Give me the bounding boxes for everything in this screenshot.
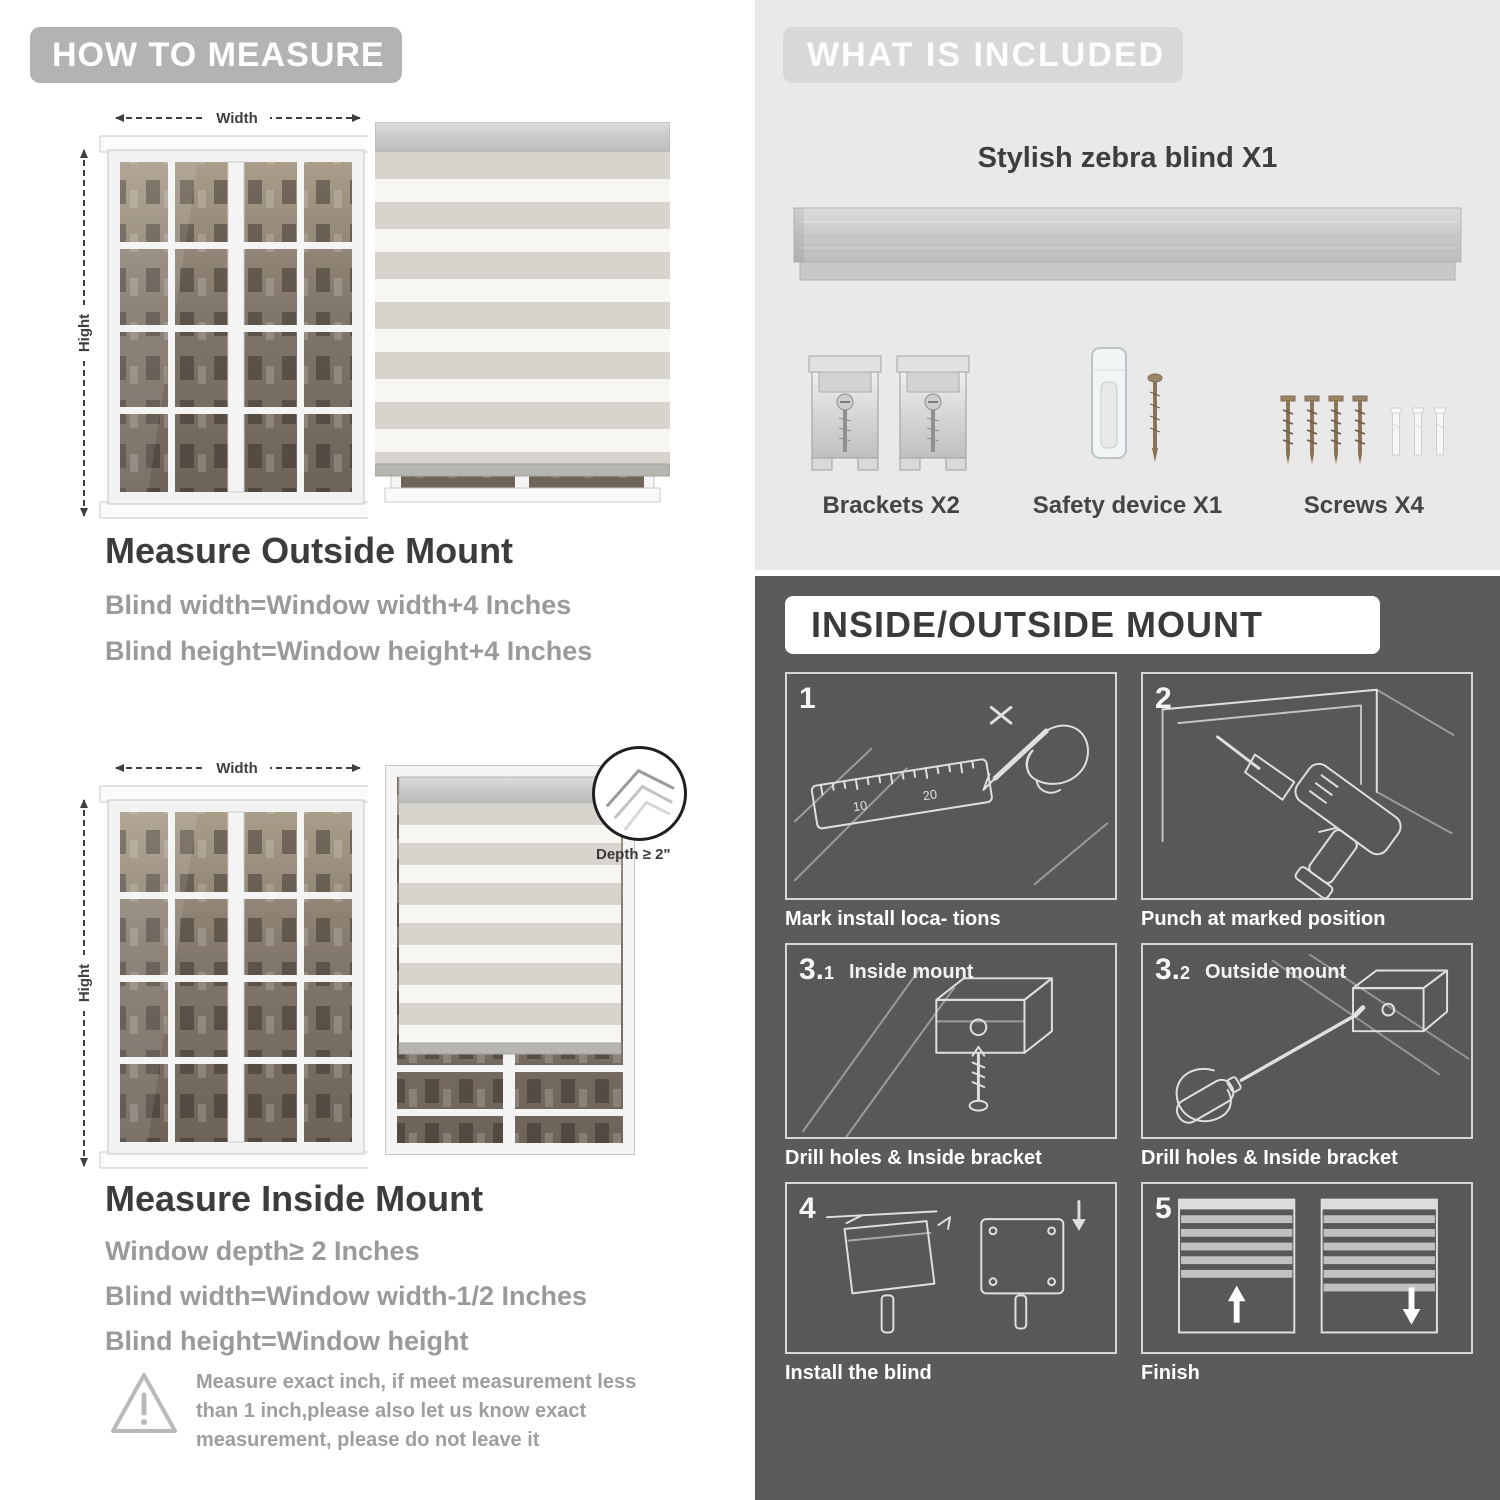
inside-mount-blind-illustration bbox=[385, 765, 635, 1155]
included-parts-row: Brackets X2 Safety device X1 bbox=[773, 330, 1482, 520]
mount-steps-grid: 1 10 20 bbox=[785, 672, 1475, 1397]
width-dimension-label: Width bbox=[216, 760, 258, 777]
step-4: 4 bbox=[785, 1182, 1117, 1385]
step-2-illustration bbox=[1161, 688, 1455, 898]
outside-mount-blind-illustration bbox=[375, 122, 670, 503]
window-drawing bbox=[99, 135, 368, 519]
part-screws: Screws X4 bbox=[1246, 330, 1482, 520]
step-3-2-caption: Drill holes & Inside bracket bbox=[1141, 1147, 1398, 1169]
outside-mount-window-illustration: Width Hight bbox=[73, 106, 368, 519]
how-to-measure-header: HOW TO MEASURE bbox=[30, 27, 402, 83]
zebra-blind-drawing bbox=[398, 776, 622, 1055]
step-2-panel: 2 bbox=[1141, 672, 1473, 900]
measurement-warning: Measure exact inch, if meet measurement … bbox=[108, 1368, 668, 1455]
step-1-number: 1 bbox=[799, 682, 816, 715]
step-3-1-label: Inside mount bbox=[849, 961, 974, 983]
what-is-included-section: WHAT IS INCLUDED Stylish zebra blind X1 bbox=[755, 0, 1500, 570]
step-3-2-illustration bbox=[1175, 953, 1470, 1124]
warning-text: Measure exact inch, if meet measurement … bbox=[196, 1371, 637, 1451]
step-2: 2 bbox=[1141, 672, 1473, 931]
window-corner-zoom-icon bbox=[605, 768, 675, 832]
brackets-icon bbox=[808, 355, 970, 471]
step-3-1-panel: 3.1 Inside mount bbox=[785, 943, 1117, 1139]
warning-triangle-icon bbox=[111, 1373, 177, 1433]
step-4-illustration bbox=[825, 1200, 1086, 1334]
screws-label: Screws X4 bbox=[1303, 492, 1424, 519]
step-3-2-panel: 3.2 Outside mount bbox=[1141, 943, 1473, 1139]
step-3-1-illustration bbox=[802, 969, 1053, 1137]
inside-outside-mount-section: INSIDE/OUTSIDE MOUNT 1 10 20 bbox=[755, 576, 1500, 1500]
step-4-number: 4 bbox=[799, 1192, 816, 1225]
step-1-illustration: 10 20 bbox=[793, 705, 1109, 886]
inside-mount-depth-line: Window depth≥ 2 Inches bbox=[105, 1236, 420, 1266]
depth-callout-circle bbox=[592, 746, 687, 841]
what-is-included-header: WHAT IS INCLUDED bbox=[783, 27, 1183, 83]
part-safety-device: Safety device X1 bbox=[1009, 330, 1245, 520]
step-5-caption: Finish bbox=[1141, 1362, 1200, 1384]
step-3-1-number: 3.1 bbox=[799, 953, 835, 986]
step-2-caption: Punch at marked position bbox=[1141, 908, 1386, 930]
zebra-blind-label: Stylish zebra blind X1 bbox=[977, 142, 1278, 174]
step-3-2: 3.2 Outside mount bbox=[1141, 943, 1473, 1170]
zebra-blind-drawing bbox=[375, 122, 670, 477]
outside-mount-title: Measure Outside Mount bbox=[105, 530, 514, 571]
part-brackets: Brackets X2 bbox=[773, 330, 1009, 520]
step-1-caption: Mark install loca- tions bbox=[785, 908, 1001, 930]
step-4-caption: Install the blind bbox=[785, 1362, 932, 1384]
step-5-number: 5 bbox=[1155, 1192, 1172, 1225]
window-drawing bbox=[99, 785, 368, 1169]
zebra-blind-rail-figure bbox=[790, 198, 1465, 293]
step-5-illustration bbox=[1178, 1198, 1438, 1334]
step-3-2-number: 3.2 bbox=[1155, 953, 1191, 986]
inside-mount-formula-width: Blind width=Window width-1/2 Inches bbox=[105, 1281, 588, 1311]
inside-outside-mount-header: INSIDE/OUTSIDE MOUNT bbox=[785, 596, 1380, 654]
inside-mount-window-illustration: Width Hight bbox=[73, 756, 368, 1169]
how-to-measure-section: HOW TO MEASURE Width Hight bbox=[30, 27, 687, 1455]
outside-mount-formula-height: Blind height=Window height+4 Inches bbox=[105, 636, 593, 666]
height-dimension-label: Hight bbox=[76, 964, 93, 1002]
inside-mount-formula-height: Blind height=Window height bbox=[105, 1326, 469, 1356]
inside-mount-title: Measure Inside Mount bbox=[105, 1178, 484, 1219]
step-3-1: 3.1 Inside mount bbox=[785, 943, 1117, 1170]
outside-mount-formula-width: Blind width=Window width+4 Inches bbox=[105, 590, 572, 620]
depth-label: Depth ≥ 2" bbox=[596, 846, 671, 863]
brackets-label: Brackets X2 bbox=[822, 492, 960, 519]
safety-device-label: Safety device X1 bbox=[1032, 492, 1223, 519]
ruler-mark-20: 20 bbox=[922, 786, 938, 803]
step-5-panel: 5 bbox=[1141, 1182, 1473, 1354]
safety-device-icon bbox=[1091, 347, 1163, 462]
step-2-number: 2 bbox=[1155, 682, 1172, 715]
step-1: 1 10 20 bbox=[785, 672, 1117, 931]
width-dimension-label: Width bbox=[216, 110, 258, 127]
screws-icon bbox=[1280, 395, 1446, 464]
step-1-panel: 1 10 20 bbox=[785, 672, 1117, 900]
ruler-mark-10: 10 bbox=[852, 797, 868, 814]
height-dimension-label: Hight bbox=[76, 314, 93, 352]
step-5: 5 bbox=[1141, 1182, 1473, 1385]
step-3-2-label: Outside mount bbox=[1205, 961, 1347, 983]
blind-rail-illustration bbox=[793, 207, 1462, 281]
step-3-1-caption: Drill holes & Inside bracket bbox=[785, 1147, 1042, 1169]
step-4-panel: 4 bbox=[785, 1182, 1117, 1354]
